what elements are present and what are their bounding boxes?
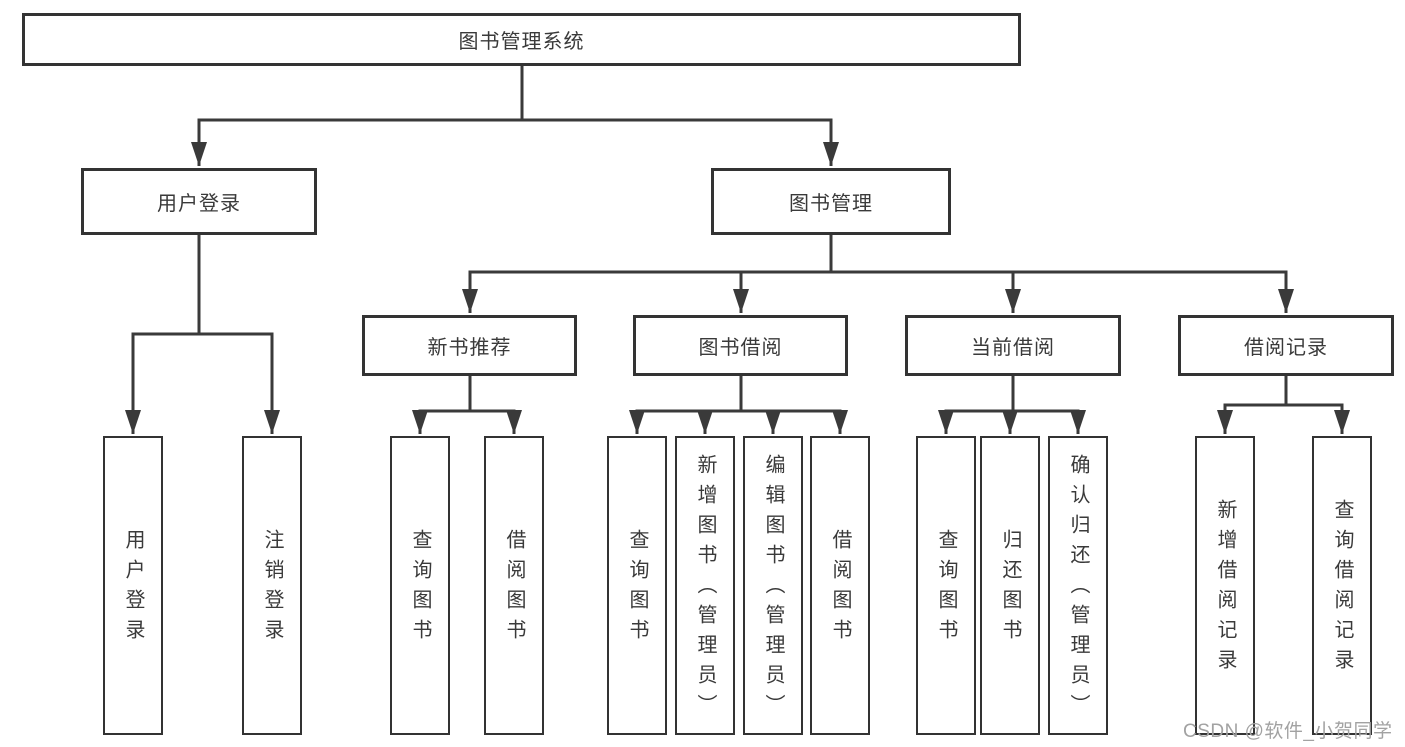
leaf-edit-book-admin: 编辑图书（管理员） xyxy=(743,436,803,735)
node-current-borrowing: 当前借阅 xyxy=(905,315,1121,376)
leaf-add-book-admin: 新增图书（管理员） xyxy=(675,436,735,735)
csdn-watermark: CSDN @软件_小贺同学 xyxy=(1183,721,1393,742)
leaf-return-book: 归还图书 xyxy=(980,436,1040,735)
leaf-query-books-recommendation: 查询图书 xyxy=(390,436,450,735)
leaf-query-borrow-record: 查询借阅记录 xyxy=(1312,436,1372,735)
node-book-borrowing: 图书借阅 xyxy=(633,315,848,376)
leaf-query-books-borrowing: 查询图书 xyxy=(607,436,667,735)
leaf-logout: 注销登录 xyxy=(242,436,302,735)
leaf-borrow-books-recommendation: 借阅图书 xyxy=(484,436,544,735)
leaf-add-borrow-record: 新增借阅记录 xyxy=(1195,436,1255,735)
leaf-confirm-return-admin: 确认归还（管理员） xyxy=(1048,436,1108,735)
leaf-user-login: 用户登录 xyxy=(103,436,163,735)
node-book-management: 图书管理 xyxy=(711,168,951,235)
leaf-query-books-current: 查询图书 xyxy=(916,436,976,735)
node-new-book-recommendation: 新书推荐 xyxy=(362,315,577,376)
node-user-login: 用户登录 xyxy=(81,168,317,235)
leaf-borrow-books-borrowing: 借阅图书 xyxy=(810,436,870,735)
node-borrowing-record: 借阅记录 xyxy=(1178,315,1394,376)
node-library-system: 图书管理系统 xyxy=(22,13,1021,66)
